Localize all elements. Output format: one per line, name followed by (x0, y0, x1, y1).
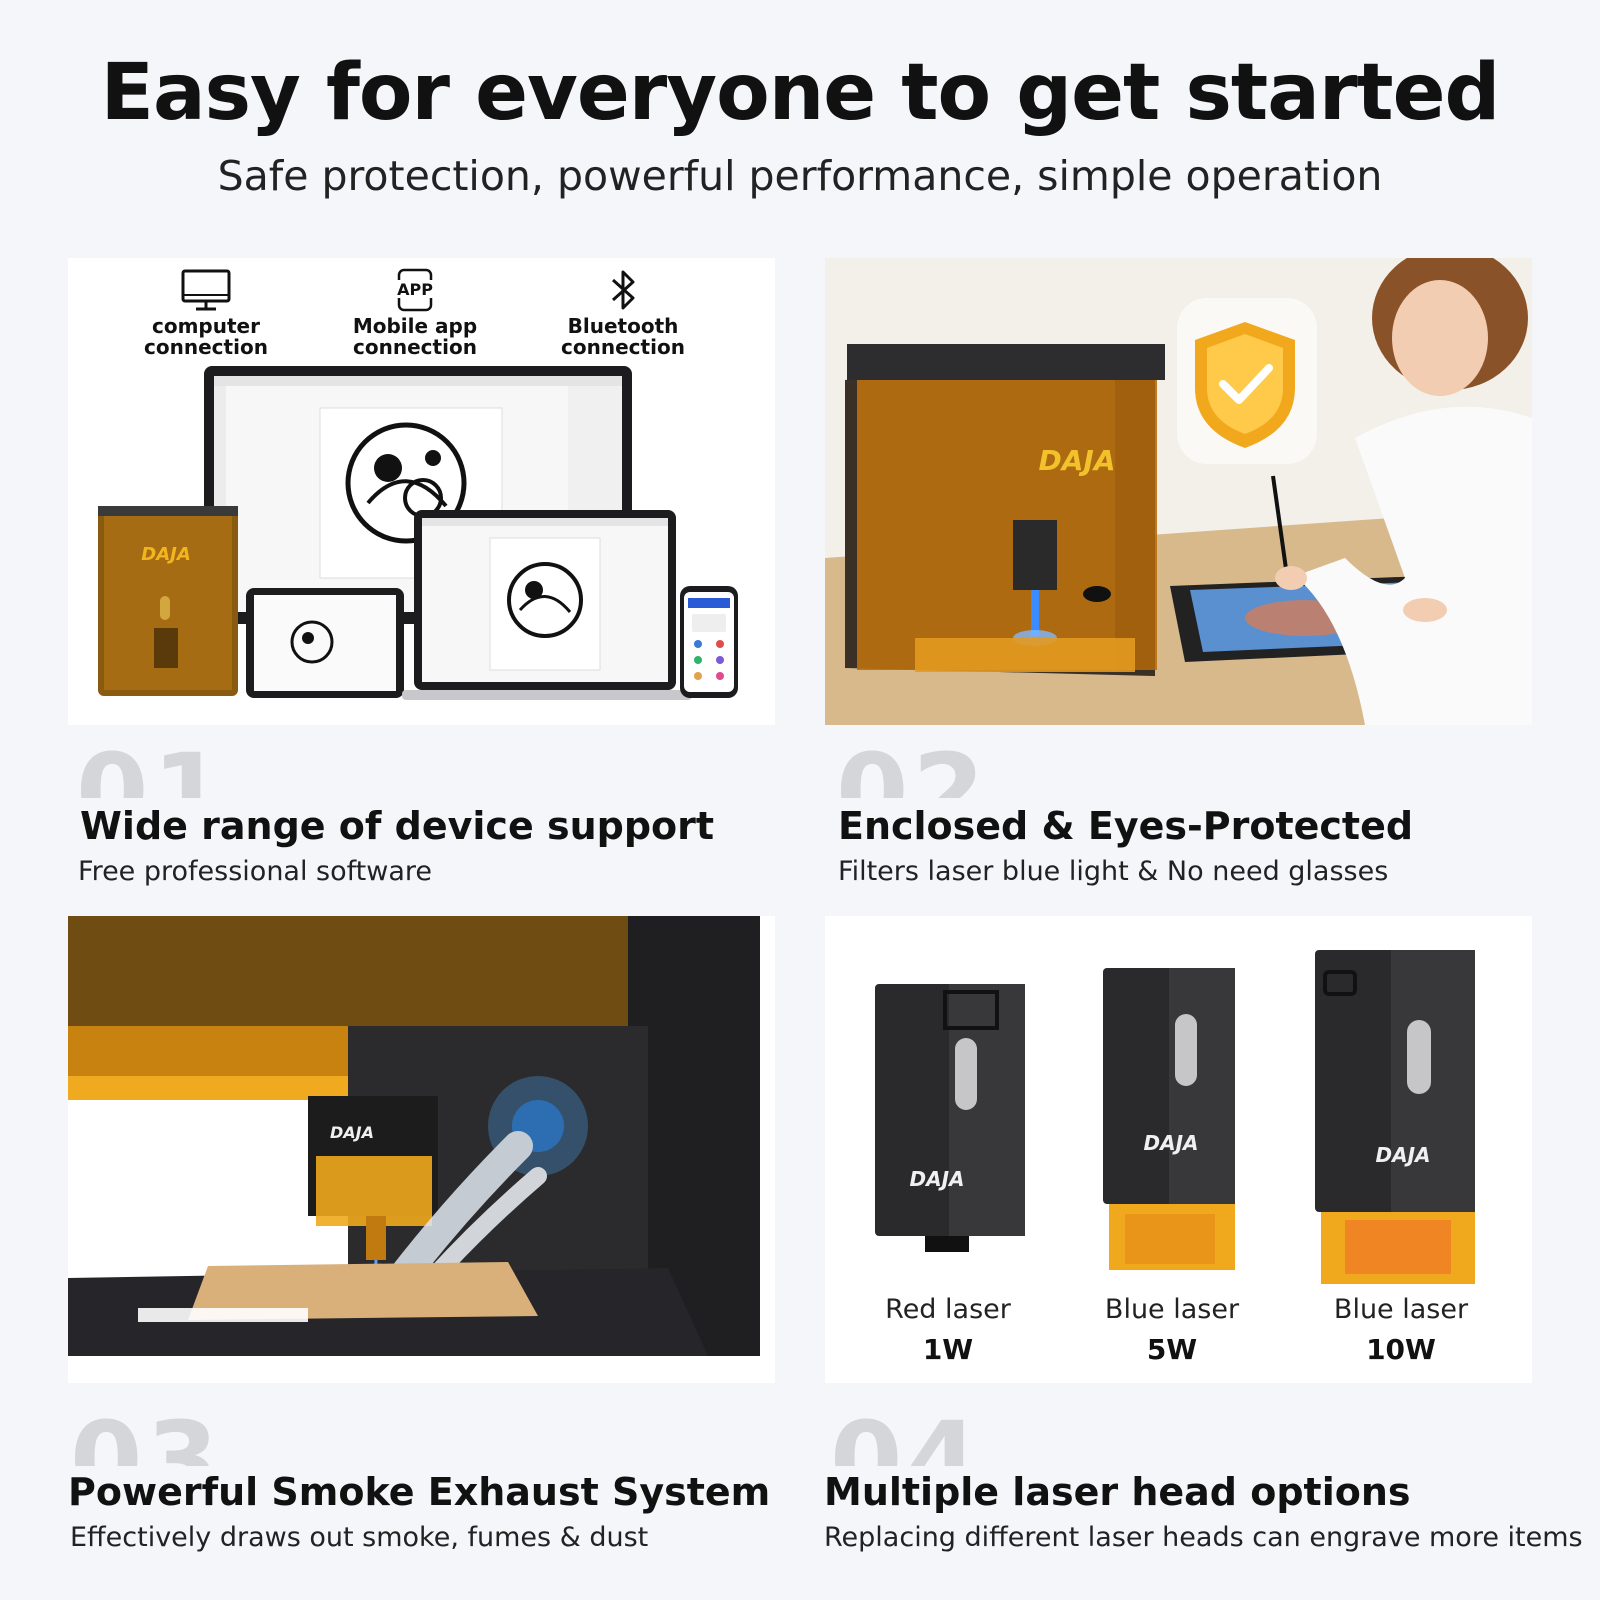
feature-title: Wide range of device support (80, 804, 715, 848)
laser-head-caption: Red laser 1W (885, 1294, 1011, 1366)
laser-heads-image: DAJA DAJA DAJA Red laser 1W Blue laser 5… (825, 916, 1532, 1383)
svg-text:APP: APP (397, 280, 433, 299)
laser-head-blue-10w: DAJA (1315, 950, 1475, 1284)
svg-text:DAJA: DAJA (1376, 1143, 1431, 1167)
svg-text:DAJA: DAJA (141, 544, 191, 565)
feature-subtitle: Effectively draws out smoke, fumes & dus… (70, 1522, 649, 1553)
enclosed-protection-image: DAJA (825, 258, 1532, 725)
laser-head-caption: Blue laser 5W (1104, 1294, 1240, 1366)
feature-title: Multiple laser head options (824, 1470, 1411, 1514)
app-icon: APP (393, 268, 437, 312)
feature-title: Powerful Smoke Exhaust System (68, 1470, 771, 1514)
engraver-machine: DAJA (845, 344, 1165, 676)
shield-icon (1177, 298, 1317, 464)
device-support-image: computer connection APP Mobile app conne… (68, 258, 775, 725)
page-title: Easy for everyone to get started (100, 48, 1501, 138)
feature-number: 02 (836, 740, 989, 798)
laser-head-caption: Blue laser 10W (1333, 1294, 1469, 1366)
person-illustration (1271, 258, 1532, 725)
phone-device (680, 586, 738, 698)
feature-subtitle: Free professional software (78, 856, 433, 887)
feature-number: 01 (76, 740, 229, 798)
svg-text:DAJA: DAJA (330, 1123, 374, 1142)
feature-number: 03 (70, 1408, 223, 1466)
feature-title: Enclosed & Eyes-Protected (838, 804, 1414, 848)
bluetooth-connection: Bluetooth connection (543, 268, 703, 358)
monitor-icon (181, 269, 231, 311)
laptop-device (402, 510, 692, 700)
feature-number: 04 (830, 1408, 983, 1466)
smoke-exhaust-image: DAJA (68, 916, 775, 1383)
engraver-device: DAJA (98, 506, 238, 696)
feature-subtitle: Filters laser blue light & No need glass… (838, 856, 1389, 887)
bluetooth-icon (611, 270, 635, 310)
tablet-device (246, 588, 404, 698)
feature-subtitle: Replacing different laser heads can engr… (824, 1522, 1583, 1553)
devices-illustration: DAJA (98, 366, 738, 700)
svg-text:DAJA: DAJA (1144, 1131, 1199, 1155)
laser-head-red: DAJA (875, 984, 1025, 1252)
svg-text:DAJA: DAJA (910, 1167, 965, 1191)
svg-text:DAJA: DAJA (1039, 444, 1116, 477)
laser-head-blue-5w: DAJA (1103, 968, 1235, 1270)
page-subtitle: Safe protection, powerful performance, s… (217, 152, 1383, 200)
mobile-app-connection: APP Mobile app connection (335, 268, 495, 358)
computer-connection: computer connection (126, 268, 286, 358)
